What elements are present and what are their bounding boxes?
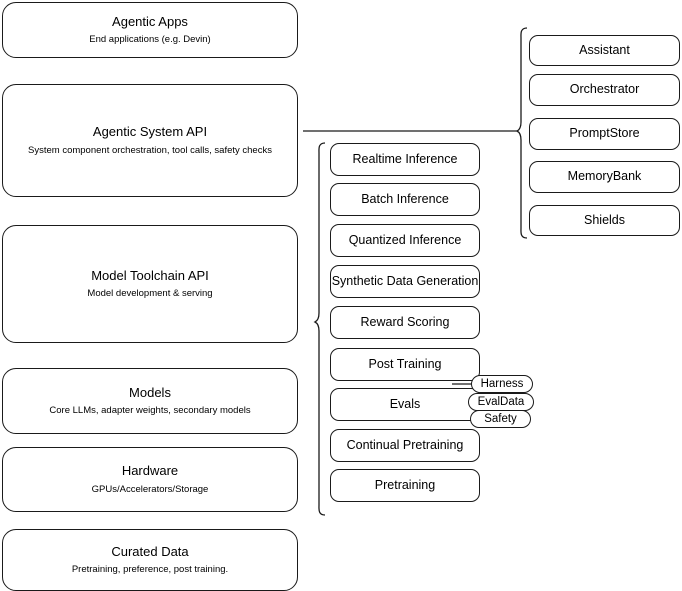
item-label: Quantized Inference — [348, 232, 462, 247]
toolchain-item-reward-scoring[interactable]: Reward Scoring — [330, 306, 480, 339]
layer-title: Agentic System API — [92, 124, 208, 140]
system-item-memorybank[interactable]: MemoryBank — [529, 161, 680, 193]
layer-hardware[interactable]: Hardware GPUs/Accelerators/Storage — [2, 447, 298, 512]
layer-subtitle: Core LLMs, adapter weights, secondary mo… — [49, 405, 251, 417]
item-label: Continual Pretraining — [346, 437, 464, 452]
evals-badge-harness[interactable]: Harness — [471, 375, 533, 393]
layer-agentic-system-api[interactable]: Agentic System API System component orch… — [2, 84, 298, 197]
layer-title: Agentic Apps — [112, 13, 188, 29]
item-label: Post Training — [368, 356, 442, 371]
item-label: Batch Inference — [361, 191, 449, 206]
layer-title: Models — [129, 384, 171, 400]
badge-label: Safety — [484, 413, 517, 425]
toolchain-item-post-training[interactable]: Post Training — [330, 348, 480, 381]
layer-subtitle: Model development & serving — [87, 288, 213, 300]
toolchain-item-batch-inference[interactable]: Batch Inference — [330, 183, 480, 216]
toolchain-item-pretraining[interactable]: Pretraining — [330, 469, 480, 502]
layer-agentic-apps[interactable]: Agentic Apps End applications (e.g. Devi… — [2, 2, 298, 58]
layer-subtitle: GPUs/Accelerators/Storage — [91, 483, 209, 495]
layer-title: Hardware — [121, 463, 179, 479]
layer-model-toolchain-api[interactable]: Model Toolchain API Model development & … — [2, 225, 298, 343]
layer-subtitle: System component orchestration, tool cal… — [28, 144, 272, 156]
item-label: MemoryBank — [567, 169, 642, 184]
item-label: Shields — [584, 212, 625, 227]
layer-title: Curated Data — [111, 543, 189, 559]
toolchain-item-continual-pretraining[interactable]: Continual Pretraining — [330, 429, 480, 462]
middle-brace — [313, 142, 326, 516]
toolchain-item-realtime-inference[interactable]: Realtime Inference — [330, 143, 480, 176]
item-label: Reward Scoring — [360, 314, 450, 329]
badge-label: Harness — [480, 378, 524, 390]
layer-models[interactable]: Models Core LLMs, adapter weights, secon… — [2, 368, 298, 434]
layer-curated-data[interactable]: Curated Data Pretraining, preference, po… — [2, 529, 298, 591]
item-label: Evals — [389, 396, 421, 411]
item-label: PromptStore — [569, 126, 640, 141]
layer-subtitle: Pretraining, preference, post training. — [71, 564, 229, 576]
item-label: Assistant — [579, 42, 630, 57]
badge-label: EvalData — [477, 396, 525, 408]
toolchain-item-evals[interactable]: Evals — [330, 388, 480, 421]
item-label: Synthetic Data Generation — [331, 273, 479, 288]
item-label: Realtime Inference — [352, 151, 458, 166]
system-item-promptstore[interactable]: PromptStore — [529, 118, 680, 150]
right-brace — [515, 27, 528, 239]
toolchain-item-synthetic-data-generation[interactable]: Synthetic Data Generation — [330, 265, 480, 298]
layer-title: Model Toolchain API — [91, 267, 209, 283]
system-item-shields[interactable]: Shields — [529, 205, 680, 236]
system-item-orchestrator[interactable]: Orchestrator — [529, 74, 680, 106]
item-label: Pretraining — [374, 477, 436, 492]
layer-subtitle: End applications (e.g. Devin) — [89, 34, 211, 46]
item-label: Orchestrator — [569, 82, 640, 97]
evals-badge-safety[interactable]: Safety — [470, 410, 531, 428]
system-item-assistant[interactable]: Assistant — [529, 35, 680, 66]
toolchain-item-quantized-inference[interactable]: Quantized Inference — [330, 224, 480, 257]
evals-badge-evaldata[interactable]: EvalData — [468, 393, 534, 411]
